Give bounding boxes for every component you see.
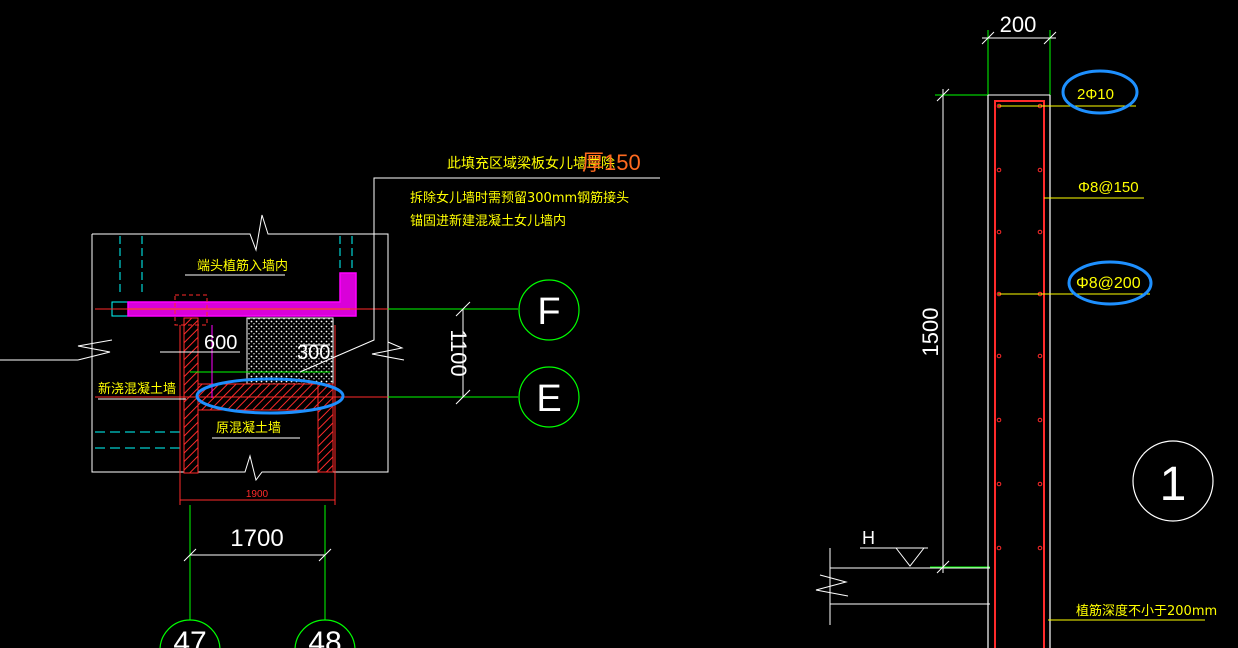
dim-1700-label: 1700 xyxy=(230,525,283,552)
level-H-label: H xyxy=(862,528,875,548)
axis-bubble-48: 48 xyxy=(294,619,356,648)
dim-200 xyxy=(981,30,1057,95)
plan-detail: F E 47 48 此填充区域梁板女儿墙凿除 厚150 拆除女儿墙时需预留300… xyxy=(0,150,660,648)
title-leader xyxy=(299,177,660,373)
dim-600-label: 600 xyxy=(204,332,237,354)
plan-highlight-ellipse xyxy=(195,377,345,415)
dim-1100 xyxy=(455,301,471,405)
label-old-wall: 原混凝土墙 xyxy=(216,420,281,436)
rebar-stirrup-label: Φ8@200 xyxy=(1076,275,1141,292)
rebar-dots xyxy=(996,103,1043,551)
title-suffix: 厚150 xyxy=(582,150,641,175)
dim-200-label: 200 xyxy=(1000,12,1037,37)
rebar-stirrup-highlight xyxy=(1067,260,1153,306)
cyan-lines xyxy=(95,236,353,449)
dim-1700 xyxy=(183,505,332,620)
detail-number: 1 xyxy=(1160,458,1187,511)
existing-column-block xyxy=(246,317,334,385)
dim-1100-label: 1100 xyxy=(446,329,471,376)
rebar-dist-label: Φ8@150 xyxy=(1078,179,1139,196)
ground-level xyxy=(815,547,990,625)
label-end-rebar: 端头植筋入墙内 xyxy=(197,258,288,274)
axis-label-47: 47 xyxy=(173,626,206,648)
axis-label-E: E xyxy=(536,378,561,420)
slab xyxy=(127,272,357,317)
note-line-2: 锚固进新建混凝土女儿墙内 xyxy=(410,213,566,229)
parapet-wall xyxy=(987,94,1051,648)
dim-1900-label: 1900 xyxy=(246,489,269,500)
label-new-wall: 新浇混凝土墙 xyxy=(98,381,176,397)
section-detail: 200 1500 xyxy=(815,12,1217,648)
axis-bubble-47: 47 xyxy=(159,619,221,648)
axis-label-48: 48 xyxy=(308,626,341,648)
axis-bubble-F: F xyxy=(518,279,580,341)
axis-lines xyxy=(95,308,518,505)
rebar-top-highlight xyxy=(1061,69,1139,115)
title-prefix: 此填充区域梁板女儿墙凿除 xyxy=(447,155,615,172)
plan-frame xyxy=(0,214,405,482)
embed-note: 植筋深度不小于200mm xyxy=(1076,603,1217,619)
dim-1500-label: 1500 xyxy=(918,308,943,357)
detail-number-bubble: 1 xyxy=(1132,440,1214,522)
axis-label-F: F xyxy=(537,291,560,333)
dim-300-label: 300 xyxy=(297,342,330,364)
note-line-1: 拆除女儿墙时需预留300mm钢筋接头 xyxy=(410,190,629,206)
dim-1500 xyxy=(930,88,990,574)
rebar-top-label: 2Φ10 xyxy=(1077,86,1114,103)
axis-bubble-E: E xyxy=(518,366,580,428)
